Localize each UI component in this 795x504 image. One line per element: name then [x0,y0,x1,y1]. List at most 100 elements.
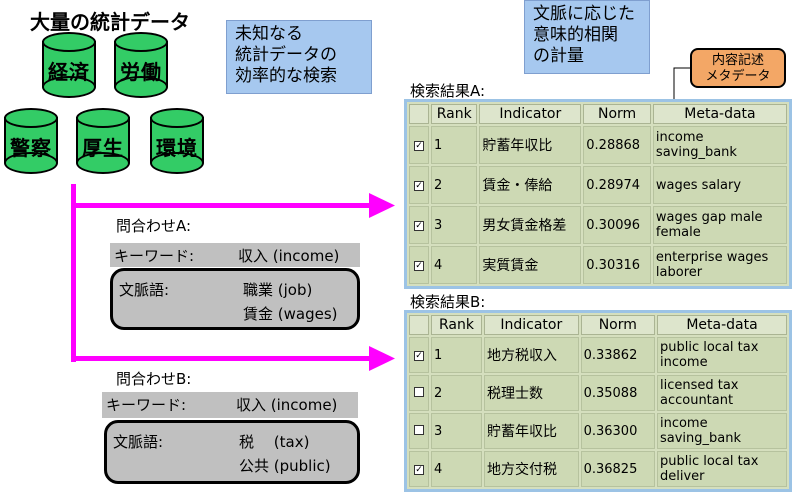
context-label: 文脈語: [113,433,164,451]
query-a-context-box: 文脈語: 職業 (job) 賃金 (wages) [110,268,360,330]
database-cylinder-police: 警察 [4,108,58,174]
row-select[interactable] [409,413,429,449]
norm-cell: 0.30096 [583,206,651,244]
metadata-cell: wages salary [652,166,787,204]
row-checkbox[interactable]: ✓ [414,260,424,271]
row-checkbox[interactable] [414,386,424,397]
arrow-shaft-a [71,203,371,208]
note-efficient-search: 未知なる 統計データの 効率的な検索 [226,20,372,94]
rank-cell: 1 [431,126,478,164]
norm-cell: 0.33862 [580,337,655,373]
norm-cell: 0.28974 [583,166,651,204]
row-checkbox[interactable]: ✓ [414,464,424,475]
note-line: 文脈に応じた [533,4,635,24]
query-a-label: 問合わせA: [116,217,192,235]
header-rank: Rank [431,315,482,335]
header-indicator: Indicator [484,315,579,335]
context-word: 税 (tax) [239,433,310,451]
header-rank: Rank [431,104,478,124]
indicator-link[interactable]: 地方交付税 [484,451,579,487]
header-indicator: Indicator [479,104,582,124]
metadata-line: saving_bank [655,145,737,160]
query-b-keyword-row: キーワード: 収入 (income) [102,392,358,418]
norm-cell: 0.36825 [580,451,655,487]
rank-cell: 2 [431,375,482,411]
row-select[interactable] [409,375,429,411]
metadata-line: income [659,355,708,370]
rank-cell: 4 [431,451,482,487]
note-line: 効率的な検索 [235,66,337,86]
header-checkbox [409,315,429,335]
header-metadata: Meta-data [656,315,787,335]
rank-cell: 2 [431,166,478,204]
row-select[interactable]: ✓ [409,166,429,204]
metadata-line: public local tax [659,340,759,355]
note-line: 意味的相関 [533,25,618,45]
rank-cell: 3 [431,206,478,244]
metadata-line: income [655,130,704,145]
indicator-link[interactable]: 実質賃金 [479,246,582,284]
row-checkbox[interactable]: ✓ [414,350,424,361]
row-select[interactable]: ✓ [409,451,429,487]
database-label: 警察 [10,136,52,160]
note-line: の計量 [533,46,584,66]
row-select[interactable]: ✓ [409,337,429,373]
database-label: 厚生 [82,136,124,160]
indicator-link[interactable]: 地方税収入 [484,337,579,373]
metadata-line: laborer [655,265,703,280]
metadata-line: wages salary [655,177,742,193]
note-line: 統計データの [235,45,337,65]
indicator-link[interactable]: 税理士数 [484,375,579,411]
indicator-link[interactable]: 賃金・俸給 [479,166,582,204]
arrow-shaft-vertical [71,184,76,362]
database-label: 環境 [156,136,198,160]
note-line: 未知なる [235,24,303,44]
context-label: 文脈語: [119,281,170,299]
database-cylinder-environment: 環境 [150,108,204,174]
indicator-link[interactable]: 貯蓄年収比 [479,126,582,164]
callout-line: メタデータ [705,69,771,84]
metadata-connector [673,67,690,104]
arrow-head-a [369,193,395,218]
metadata-line: enterprise wages [655,250,769,265]
metadata-line: wages gap male [655,210,763,225]
row-checkbox[interactable]: ✓ [414,180,424,191]
context-word: 公共 (public) [239,457,331,475]
metadata-line: deliver [659,469,705,484]
context-word: 職業 (job) [243,281,313,299]
arrow-shaft-b [71,356,371,361]
row-select[interactable]: ✓ [409,246,429,284]
row-checkbox[interactable]: ✓ [414,140,424,151]
norm-cell: 0.28868 [583,126,651,164]
row-checkbox[interactable] [414,424,424,435]
page-title: 大量の統計データ [30,10,190,34]
row-checkbox[interactable]: ✓ [414,220,424,231]
header-metadata: Meta-data [652,104,787,124]
result-a-label: 検索結果A: [410,82,486,100]
indicator-link[interactable]: 男女賃金格差 [479,206,582,244]
metadata-line: income [659,416,708,431]
indicator-link[interactable]: 貯蓄年収比 [484,413,579,449]
norm-cell: 0.35088 [580,375,655,411]
query-b-label: 問合わせB: [116,370,192,388]
database-cylinder-economy: 経済 [42,32,96,98]
row-select[interactable]: ✓ [409,126,429,164]
row-select[interactable]: ✓ [409,206,429,244]
header-norm: Norm [580,315,655,335]
database-cylinder-labor: 労働 [114,32,168,98]
